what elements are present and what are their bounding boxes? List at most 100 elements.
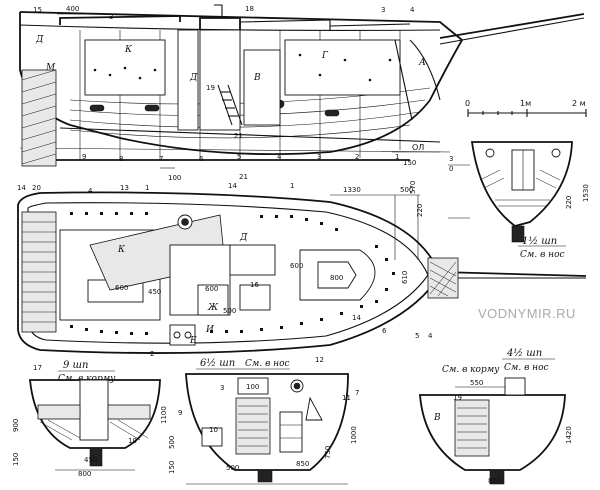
callout-14: 14: [17, 184, 26, 192]
section-9-title: 9 шп: [63, 360, 88, 371]
dim-600c: 600: [290, 262, 303, 270]
callout-19: 19: [206, 84, 215, 92]
callout-1b: 1: [145, 184, 149, 192]
callout-5: 5: [237, 153, 241, 161]
callout-18: 18: [245, 5, 254, 13]
letter-d2: Д: [189, 73, 198, 83]
callout-3c: 3: [317, 153, 321, 161]
dim-500-v: 500: [223, 307, 236, 315]
section-1-title: 1½ шп: [522, 236, 557, 247]
letter-v: В: [253, 73, 261, 83]
callout-14b: 14: [228, 182, 237, 190]
callout-4c: 4: [88, 187, 93, 195]
callout-6: 6: [199, 155, 204, 163]
callout-7: 7: [159, 155, 163, 163]
dim-550: 550: [470, 379, 483, 387]
letter-d: Д: [35, 35, 44, 45]
dim-600a: 600: [115, 284, 128, 292]
dim-150: 150: [403, 159, 416, 167]
dim-750: 750: [324, 446, 332, 459]
callout-4b: 4: [277, 153, 282, 161]
dim-1330: 1330: [343, 186, 361, 194]
dim-800: 800: [330, 274, 343, 282]
callout-17: 17: [33, 364, 42, 372]
dim-1420: 1420: [565, 426, 573, 444]
dim-600b: 600: [205, 285, 218, 293]
section-4-half-view: 4½ шп См. в нос См. в корму 550 19 1420 …: [419, 348, 573, 485]
scale-1m: 1м: [520, 99, 531, 108]
dim-900: 900: [12, 419, 20, 432]
dim-570: 570: [409, 181, 417, 194]
dim-1100: 1100: [160, 406, 168, 424]
plan-letter-k: К: [117, 245, 126, 255]
callout-19b: 19: [453, 394, 462, 402]
section-9-view: 9 шп См. в корму 17 1100 900 150 450 800…: [12, 360, 168, 478]
section-9-sub: См. в корму: [58, 374, 116, 384]
callout-13: 13: [120, 184, 129, 192]
dim-450: 450: [148, 288, 161, 296]
callout-4a: 4: [410, 6, 415, 14]
callout-2: 2: [355, 153, 359, 161]
callout-12: 12: [315, 356, 324, 364]
callout-5b: 5: [415, 332, 419, 340]
dim-100b: 100: [246, 383, 259, 391]
dim-100: 100: [168, 174, 181, 182]
section-1-sub: См. в нос: [520, 250, 565, 260]
section-6-sub: См. в нос: [245, 359, 290, 369]
dim-1530: 1530: [582, 184, 590, 202]
section-6-half-view: 6½ шп См. в нос 100 3 9 10 12 11 7 1000 …: [168, 356, 359, 485]
section-6-title: 6½ шп: [200, 358, 235, 369]
plan-letter-zh: Ж: [207, 303, 219, 313]
callout-3a: 3: [109, 13, 113, 21]
letter-m: М: [45, 63, 56, 73]
dim-150b: 150: [12, 453, 20, 466]
dim-150c: 150: [168, 461, 176, 474]
plan-letter-e: Е: [189, 336, 197, 346]
label-ol: ОЛ: [412, 143, 424, 152]
scale-2m: 2 м: [572, 99, 586, 108]
section4-letter-v: В: [433, 413, 441, 423]
callout-11: 11: [342, 394, 351, 402]
dim-220a: 220: [416, 204, 424, 217]
callout-10: 10: [128, 437, 137, 445]
dim-1000: 1000: [350, 426, 358, 444]
callout-1c: 1: [290, 182, 294, 190]
callout-14c: 14: [352, 314, 361, 322]
callout-15: 15: [33, 6, 42, 14]
dim-500d: 500: [226, 464, 239, 472]
section-4-title: 4½ шп: [506, 348, 542, 359]
callout-21: 21: [234, 132, 243, 140]
dim-220b: 220: [565, 196, 573, 209]
dim-610: 610: [401, 271, 409, 284]
callout-2b: 2: [150, 350, 154, 358]
callout-4d: 4: [428, 332, 433, 340]
dim-860: 860: [488, 477, 501, 485]
callout-9: 9: [82, 153, 86, 161]
dim-500-top: 500: [400, 186, 413, 194]
plan-letter-d: Д: [239, 233, 248, 243]
callout-0: 0: [449, 165, 453, 173]
section-1-half-view: 570 220 220 1530 3 0 1½ шп См. в нос: [409, 141, 590, 260]
letter-a: А: [418, 58, 426, 68]
callout-9b: 9: [178, 409, 182, 417]
callout-10b: 10: [209, 426, 218, 434]
section-4-sub: См. в нос: [504, 363, 549, 373]
plan-view: 1330 500 600 450 600 600 800 500 610 К Д…: [17, 173, 587, 358]
dim-400: 400: [66, 5, 79, 13]
callout-6b: 6: [382, 327, 387, 335]
watermark: VODNYMIR.RU: [478, 306, 576, 321]
callout-7b: 7: [355, 389, 359, 397]
callout-21b: 21: [239, 173, 248, 181]
callout-16: 16: [250, 281, 259, 289]
callout-20: 20: [32, 184, 41, 192]
callout-1: 1: [395, 153, 399, 161]
scale-0: 0: [465, 99, 470, 108]
scale-bar: 0 1м 2 м: [465, 99, 587, 117]
dim-800b: 800: [78, 470, 91, 478]
callout-3e: 3: [449, 155, 453, 163]
letter-k: К: [124, 45, 133, 55]
callout-8: 8: [119, 155, 123, 163]
callout-3b: 3: [381, 6, 385, 14]
letter-g: Г: [321, 51, 329, 61]
